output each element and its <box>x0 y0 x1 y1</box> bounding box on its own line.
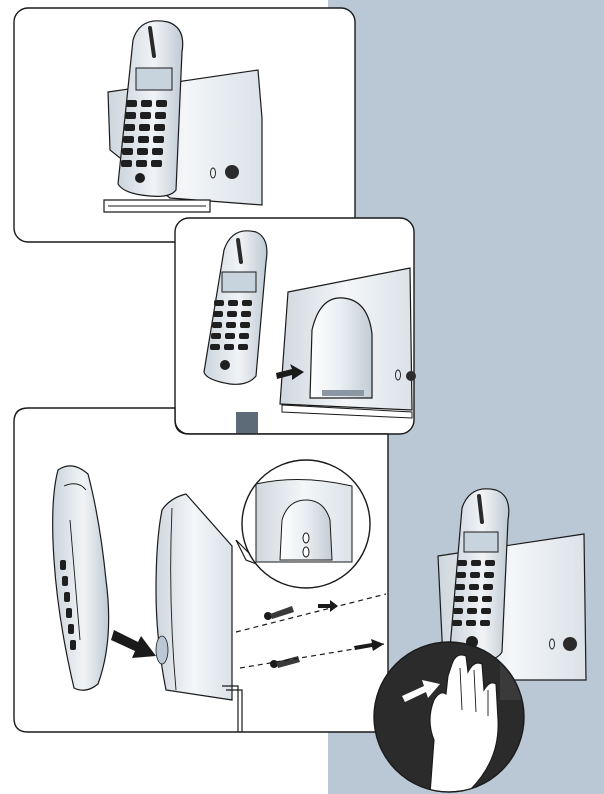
panel-step-2 <box>175 218 416 434</box>
panel-step-1 <box>14 8 355 242</box>
phone-jack-icon <box>225 165 239 179</box>
base-cradle <box>310 298 372 398</box>
phone-jack-icon <box>563 637 577 651</box>
panel-step-3 <box>14 408 388 732</box>
phone-jack-icon <box>406 371 416 381</box>
